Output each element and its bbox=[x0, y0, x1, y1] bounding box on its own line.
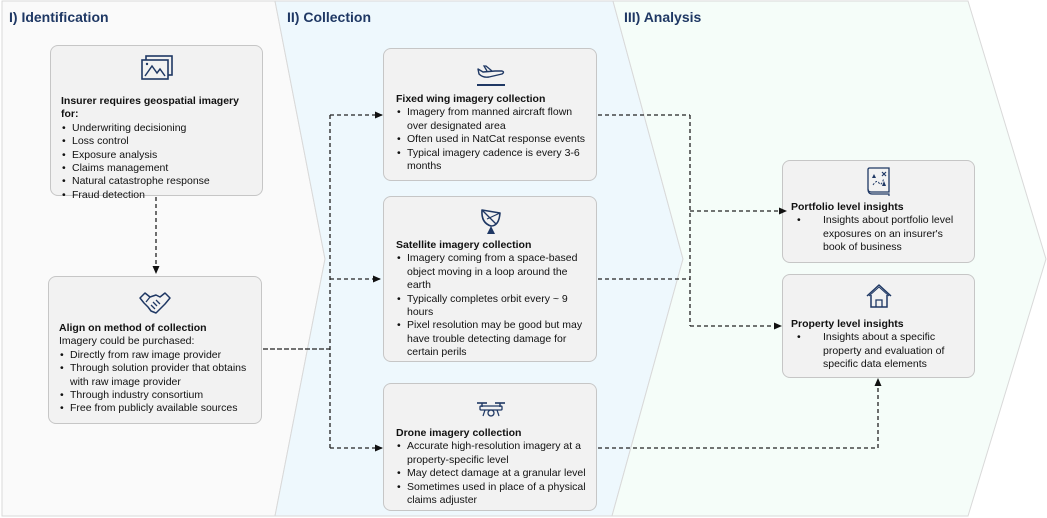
airplane-icon bbox=[477, 65, 505, 86]
property-insights-box: Property level insights Insights about a… bbox=[782, 274, 975, 378]
align-heading: Align on method of collection bbox=[59, 322, 207, 334]
list-item: Fraud detection bbox=[61, 189, 252, 203]
satellite-dish-icon bbox=[481, 209, 501, 234]
list-item: Imagery from manned aircraft flown over … bbox=[396, 106, 586, 133]
list-item: Underwriting decisioning bbox=[61, 122, 252, 136]
list-item: Imagery coming from a space-based object… bbox=[396, 252, 586, 292]
list-item: Through industry consortium bbox=[59, 389, 251, 403]
property-list: Insights about a specific property and e… bbox=[791, 331, 966, 371]
house-icon bbox=[865, 284, 892, 308]
align-subheading: Imagery could be purchased: bbox=[59, 335, 195, 348]
portfolio-insights-box: Portfolio level insights Insights about … bbox=[782, 160, 975, 263]
list-item: Free from publicly available sources bbox=[59, 402, 251, 416]
list-item: Insights about portfolio level exposures… bbox=[791, 214, 966, 254]
satellite-heading: Satellite imagery collection bbox=[396, 239, 532, 251]
list-item: Insights about a specific property and e… bbox=[791, 331, 966, 371]
insurer-requirements-box: Insurer requires geospatial imagery for:… bbox=[50, 45, 263, 203]
list-item: Claims management bbox=[61, 162, 252, 176]
list-item: Through solution provider that obtains w… bbox=[59, 362, 251, 389]
list-item: Sometimes used in place of a physical cl… bbox=[396, 481, 586, 508]
property-heading: Property level insights bbox=[791, 318, 904, 330]
align-list: Directly from raw image provider Through… bbox=[59, 349, 251, 416]
list-item: Accurate high-resolution imagery at a pr… bbox=[396, 440, 586, 467]
fixed-wing-list: Imagery from manned aircraft flown over … bbox=[396, 106, 586, 173]
list-item: May detect damage at a granular level bbox=[396, 467, 586, 481]
list-item: Loss control bbox=[61, 135, 252, 149]
list-item: Typical imagery cadence is every 3-6 mon… bbox=[396, 147, 586, 174]
list-item: Pixel resolution may be good but may hav… bbox=[396, 319, 586, 359]
satellite-list: Imagery coming from a space-based object… bbox=[396, 252, 586, 359]
drone-icon bbox=[477, 402, 505, 417]
portfolio-list: Insights about portfolio level exposures… bbox=[791, 214, 966, 254]
insurer-list: Underwriting decisioning Loss control Ex… bbox=[61, 122, 252, 203]
list-item: Natural catastrophe response bbox=[61, 175, 252, 189]
insurer-heading: Insurer requires geospatial imagery for: bbox=[61, 95, 239, 121]
phase-title-analysis: III) Analysis bbox=[624, 9, 702, 25]
align-method-box: Align on method of collection Imagery co… bbox=[48, 276, 262, 424]
list-item: Directly from raw image provider bbox=[59, 349, 251, 363]
fixed-wing-box: Fixed wing imagery collection Imagery fr… bbox=[383, 48, 597, 181]
map-icon bbox=[866, 167, 890, 196]
phase-title-identification: I) Identification bbox=[9, 9, 109, 25]
list-item: Exposure analysis bbox=[61, 149, 252, 163]
drone-list: Accurate high-resolution imagery at a pr… bbox=[396, 440, 586, 507]
list-item: Often used in NatCat response events bbox=[396, 133, 586, 147]
satellite-box: Satellite imagery collection Imagery com… bbox=[383, 196, 597, 362]
handshake-icon bbox=[139, 292, 171, 314]
drone-box: Drone imagery collection Accurate high-r… bbox=[383, 383, 597, 511]
portfolio-heading: Portfolio level insights bbox=[791, 201, 904, 213]
fixed-wing-heading: Fixed wing imagery collection bbox=[396, 93, 546, 105]
phase-title-collection: II) Collection bbox=[287, 9, 371, 25]
list-item: Typically completes orbit every ~ 9 hour… bbox=[396, 293, 586, 320]
images-icon bbox=[140, 55, 173, 80]
drone-heading: Drone imagery collection bbox=[396, 427, 522, 439]
